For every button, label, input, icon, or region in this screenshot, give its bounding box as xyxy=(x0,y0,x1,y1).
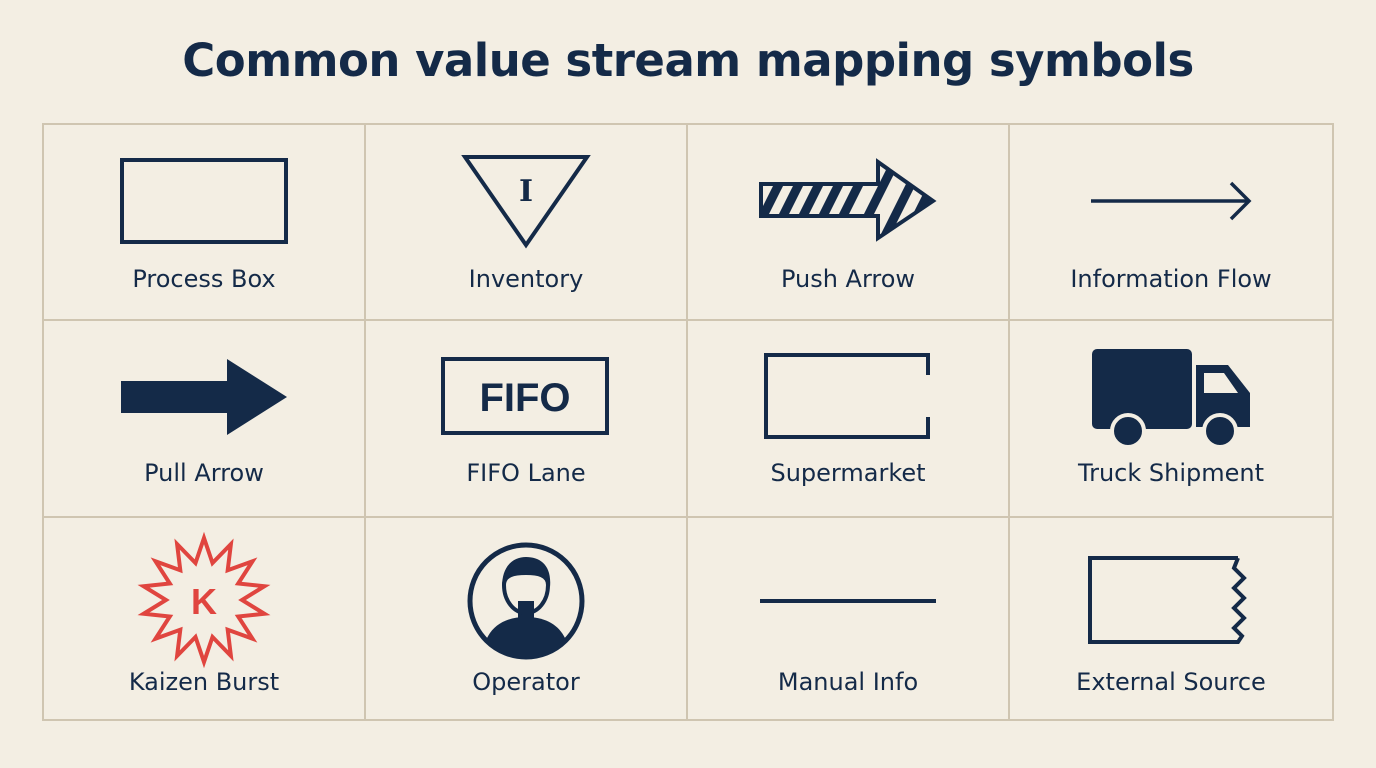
push-arrow-icon xyxy=(688,153,1008,249)
fifo-glyph: FIFO xyxy=(479,376,570,420)
fifo-lane-icon: FIFO xyxy=(366,347,686,447)
kaizen-burst-icon: K xyxy=(44,531,364,669)
symbol-label: Inventory xyxy=(468,265,584,293)
symbol-cell-external-source: External Source xyxy=(1010,518,1332,719)
symbol-cell-inventory: I Inventory xyxy=(366,125,688,321)
inventory-glyph: I xyxy=(519,174,533,209)
symbol-cell-supermarket: Supermarket xyxy=(688,321,1010,518)
symbol-label: External Source xyxy=(1076,668,1266,696)
pull-arrow-icon xyxy=(44,347,364,447)
symbol-cell-kaizen-burst: K Kaizen Burst xyxy=(44,518,366,719)
manual-info-line-icon xyxy=(688,536,1008,666)
external-source-icon xyxy=(1010,536,1332,666)
symbol-cell-fifo-lane: FIFO FIFO Lane xyxy=(366,321,688,518)
symbol-label: Process Box xyxy=(132,265,276,293)
symbol-label: Truck Shipment xyxy=(1077,459,1265,487)
symbol-label: Manual Info xyxy=(777,668,919,696)
truck-icon xyxy=(1010,347,1332,449)
symbol-label: Pull Arrow xyxy=(144,459,264,487)
symbol-cell-push-arrow: Push Arrow xyxy=(688,125,1010,321)
symbol-label: Information Flow xyxy=(1070,265,1272,293)
symbol-cell-pull-arrow: Pull Arrow xyxy=(44,321,366,518)
symbol-label: Supermarket xyxy=(770,459,926,487)
symbol-label: Operator xyxy=(472,668,580,696)
symbol-label: FIFO Lane xyxy=(466,459,586,487)
page-title: Common value stream mapping symbols xyxy=(182,34,1194,87)
operator-icon xyxy=(366,536,686,666)
symbol-cell-truck-shipment: Truck Shipment xyxy=(1010,321,1332,518)
process-box-icon xyxy=(44,153,364,249)
symbol-cell-manual-info: Manual Info xyxy=(688,518,1010,719)
symbol-label: Push Arrow xyxy=(780,265,916,293)
symbol-label: Kaizen Burst xyxy=(128,668,280,696)
symbol-cell-operator: Operator xyxy=(366,518,688,719)
information-flow-arrow-icon xyxy=(1010,153,1332,249)
symbol-cell-information-flow: Information Flow xyxy=(1010,125,1332,321)
symbol-grid: Process Box I Inventory xyxy=(42,123,1334,721)
symbol-cell-process-box: Process Box xyxy=(44,125,366,321)
inventory-triangle-icon: I xyxy=(366,153,686,249)
supermarket-icon xyxy=(688,347,1008,447)
kaizen-glyph: K xyxy=(191,581,217,622)
